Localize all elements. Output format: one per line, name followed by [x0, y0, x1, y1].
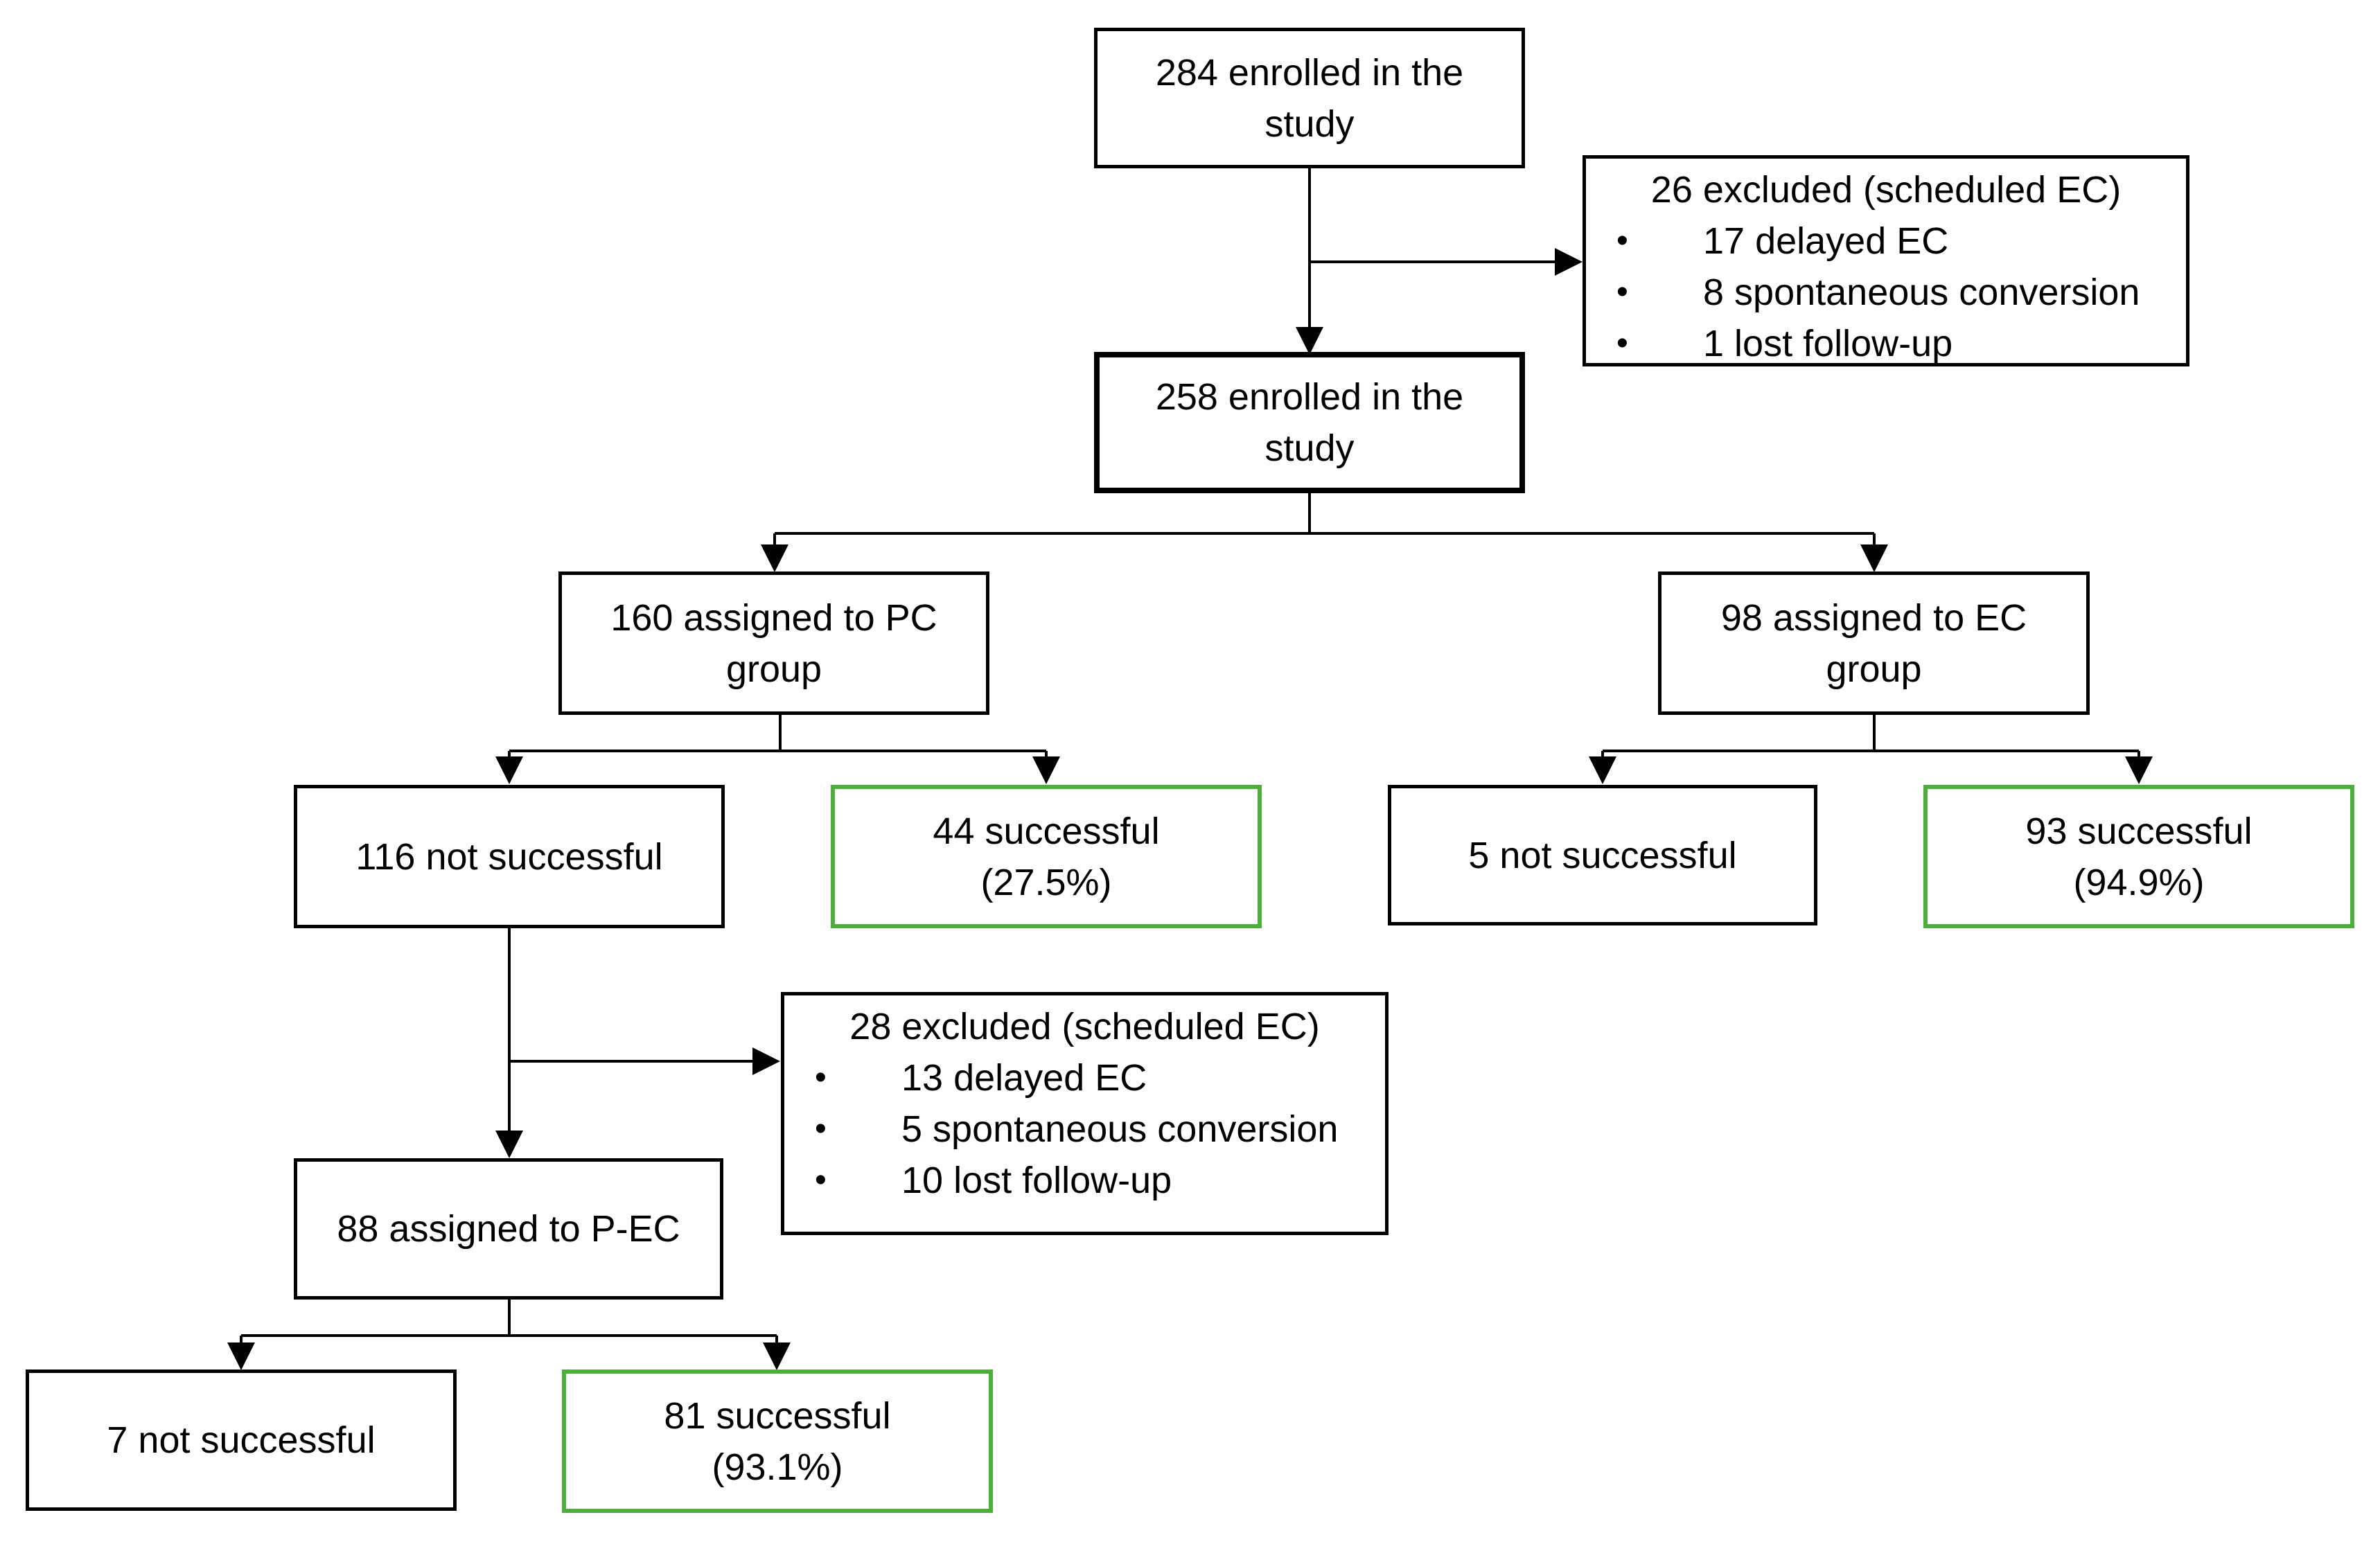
pec-successful-line-2: (93.1%) — [712, 1446, 843, 1488]
pec-group-box: 88 assigned to P-EC — [294, 1158, 723, 1300]
pc-successful-box: 44 successful (27.5%) — [831, 785, 1262, 928]
bullet-icon: • — [1616, 274, 1628, 310]
enrolled-284-line-1: 284 enrolled in the — [1155, 51, 1464, 94]
excluded-2-item-label: 10 lost follow-up — [901, 1160, 1172, 1201]
pec-not-successful-box: 7 not successful — [26, 1370, 457, 1511]
ec-group-line-2: group — [1826, 648, 1922, 690]
bullet-icon: • — [815, 1059, 827, 1096]
ec-successful-box: 93 successful (94.9%) — [1923, 785, 2354, 928]
excluded-1-title: 26 excluded (scheduled EC) — [1650, 169, 2122, 211]
excluded-2-item: • 5 spontaneous conversion — [801, 1104, 1368, 1155]
ec-not-successful-label: 5 not successful — [1468, 834, 1737, 876]
ec-successful-line-1: 93 successful — [2025, 810, 2253, 852]
excluded-2-item: • 13 delayed EC — [801, 1052, 1368, 1104]
pc-not-successful-label: 116 not successful — [355, 835, 663, 878]
excluded-2-title: 28 excluded (scheduled EC) — [849, 1006, 1320, 1047]
excluded-2-item-label: 13 delayed EC — [901, 1057, 1147, 1099]
bullet-icon: • — [1616, 222, 1628, 259]
pc-group-line-1: 160 assigned to PC — [610, 596, 937, 639]
pc-group-line-2: group — [725, 648, 822, 690]
excluded-1-box: 26 excluded (scheduled EC) • 17 delayed E… — [1583, 155, 2189, 366]
excluded-1-item: • 8 spontaneous conversion — [1603, 267, 2169, 318]
excluded-1-item: • 17 delayed EC — [1603, 215, 2169, 267]
bullet-icon: • — [815, 1162, 827, 1198]
enrolled-284-line-2: study — [1264, 103, 1355, 145]
bullet-icon: • — [815, 1110, 827, 1147]
excluded-2-list: • 13 delayed EC • 5 spontaneous conversion… — [801, 1052, 1368, 1206]
enrolled-258-line-1: 258 enrolled in the — [1155, 376, 1464, 418]
excluded-2-box: 28 excluded (scheduled EC) • 13 delayed E… — [781, 992, 1389, 1235]
ec-group-line-1: 98 assigned to EC — [1720, 596, 2027, 639]
enrolled-258-box: 258 enrolled in the study — [1094, 352, 1525, 493]
excluded-1-item: • 1 lost follow-up — [1603, 318, 2169, 369]
excluded-2-item: • 10 lost follow-up — [801, 1155, 1368, 1206]
enrolled-284-box: 284 enrolled in the study — [1094, 28, 1525, 168]
ec-group-box: 98 assigned to EC group — [1658, 571, 2090, 715]
excluded-1-item-label: 8 spontaneous conversion — [1703, 272, 2140, 313]
pec-successful-line-1: 81 successful — [664, 1394, 891, 1437]
excluded-1-item-label: 17 delayed EC — [1703, 220, 1949, 262]
pc-group-box: 160 assigned to PC group — [558, 571, 989, 715]
pc-not-successful-box: 116 not successful — [294, 785, 725, 928]
enrolled-258-line-2: study — [1264, 427, 1355, 469]
pec-group-label: 88 assigned to P-EC — [337, 1208, 680, 1250]
excluded-1-item-label: 1 lost follow-up — [1703, 323, 1953, 364]
excluded-1-list: • 17 delayed EC • 8 spontaneous conversion… — [1603, 215, 2169, 369]
ec-not-successful-box: 5 not successful — [1388, 785, 1817, 925]
bullet-icon: • — [1616, 325, 1628, 362]
pc-successful-line-1: 44 successful — [933, 810, 1160, 852]
pec-not-successful-label: 7 not successful — [107, 1419, 376, 1461]
pec-successful-box: 81 successful (93.1%) — [562, 1370, 993, 1513]
pc-successful-line-2: (27.5%) — [980, 861, 1112, 903]
excluded-2-item-label: 5 spontaneous conversion — [901, 1108, 1339, 1150]
ec-successful-line-2: (94.9%) — [2073, 861, 2205, 903]
